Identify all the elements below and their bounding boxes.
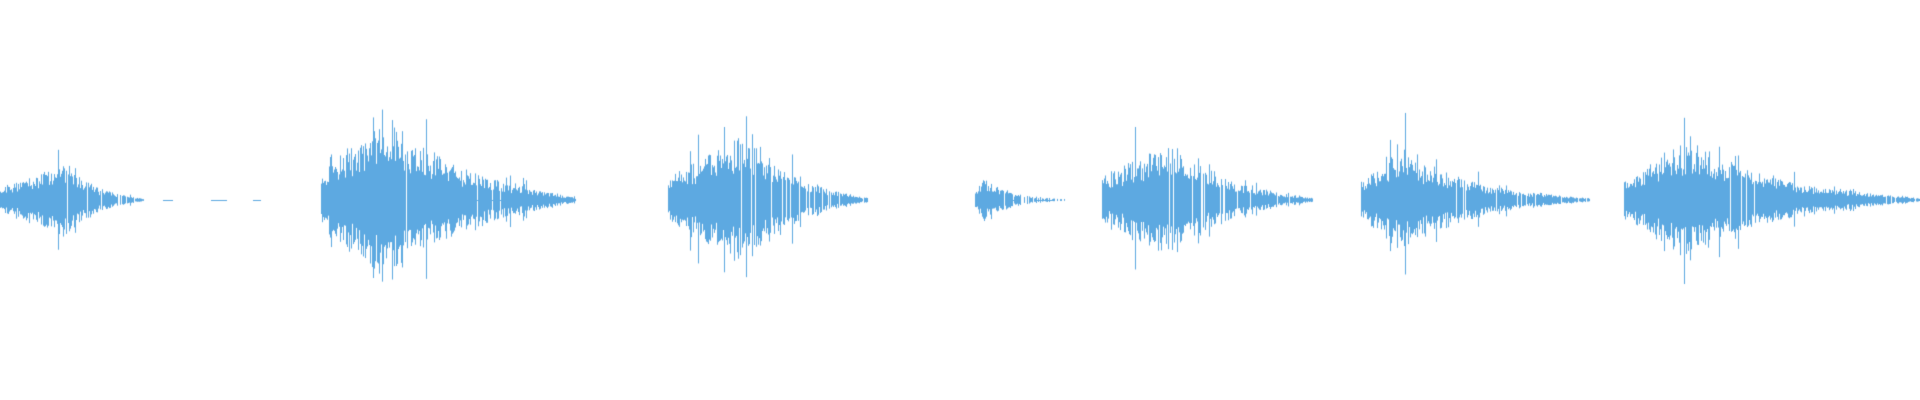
audio-waveform[interactable] [0,0,1920,400]
